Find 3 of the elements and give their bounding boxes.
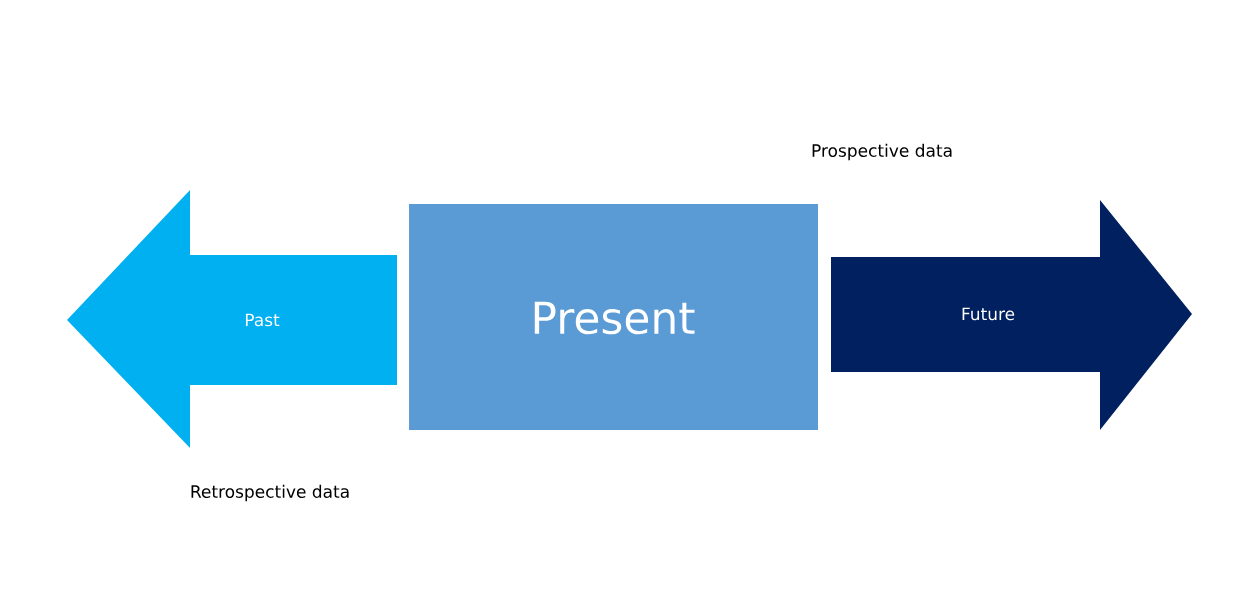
caption-text: Prospective data: [812, 143, 952, 161]
present-box: Present: [409, 204, 818, 430]
caption-text: Retrospective data: [191, 484, 349, 502]
